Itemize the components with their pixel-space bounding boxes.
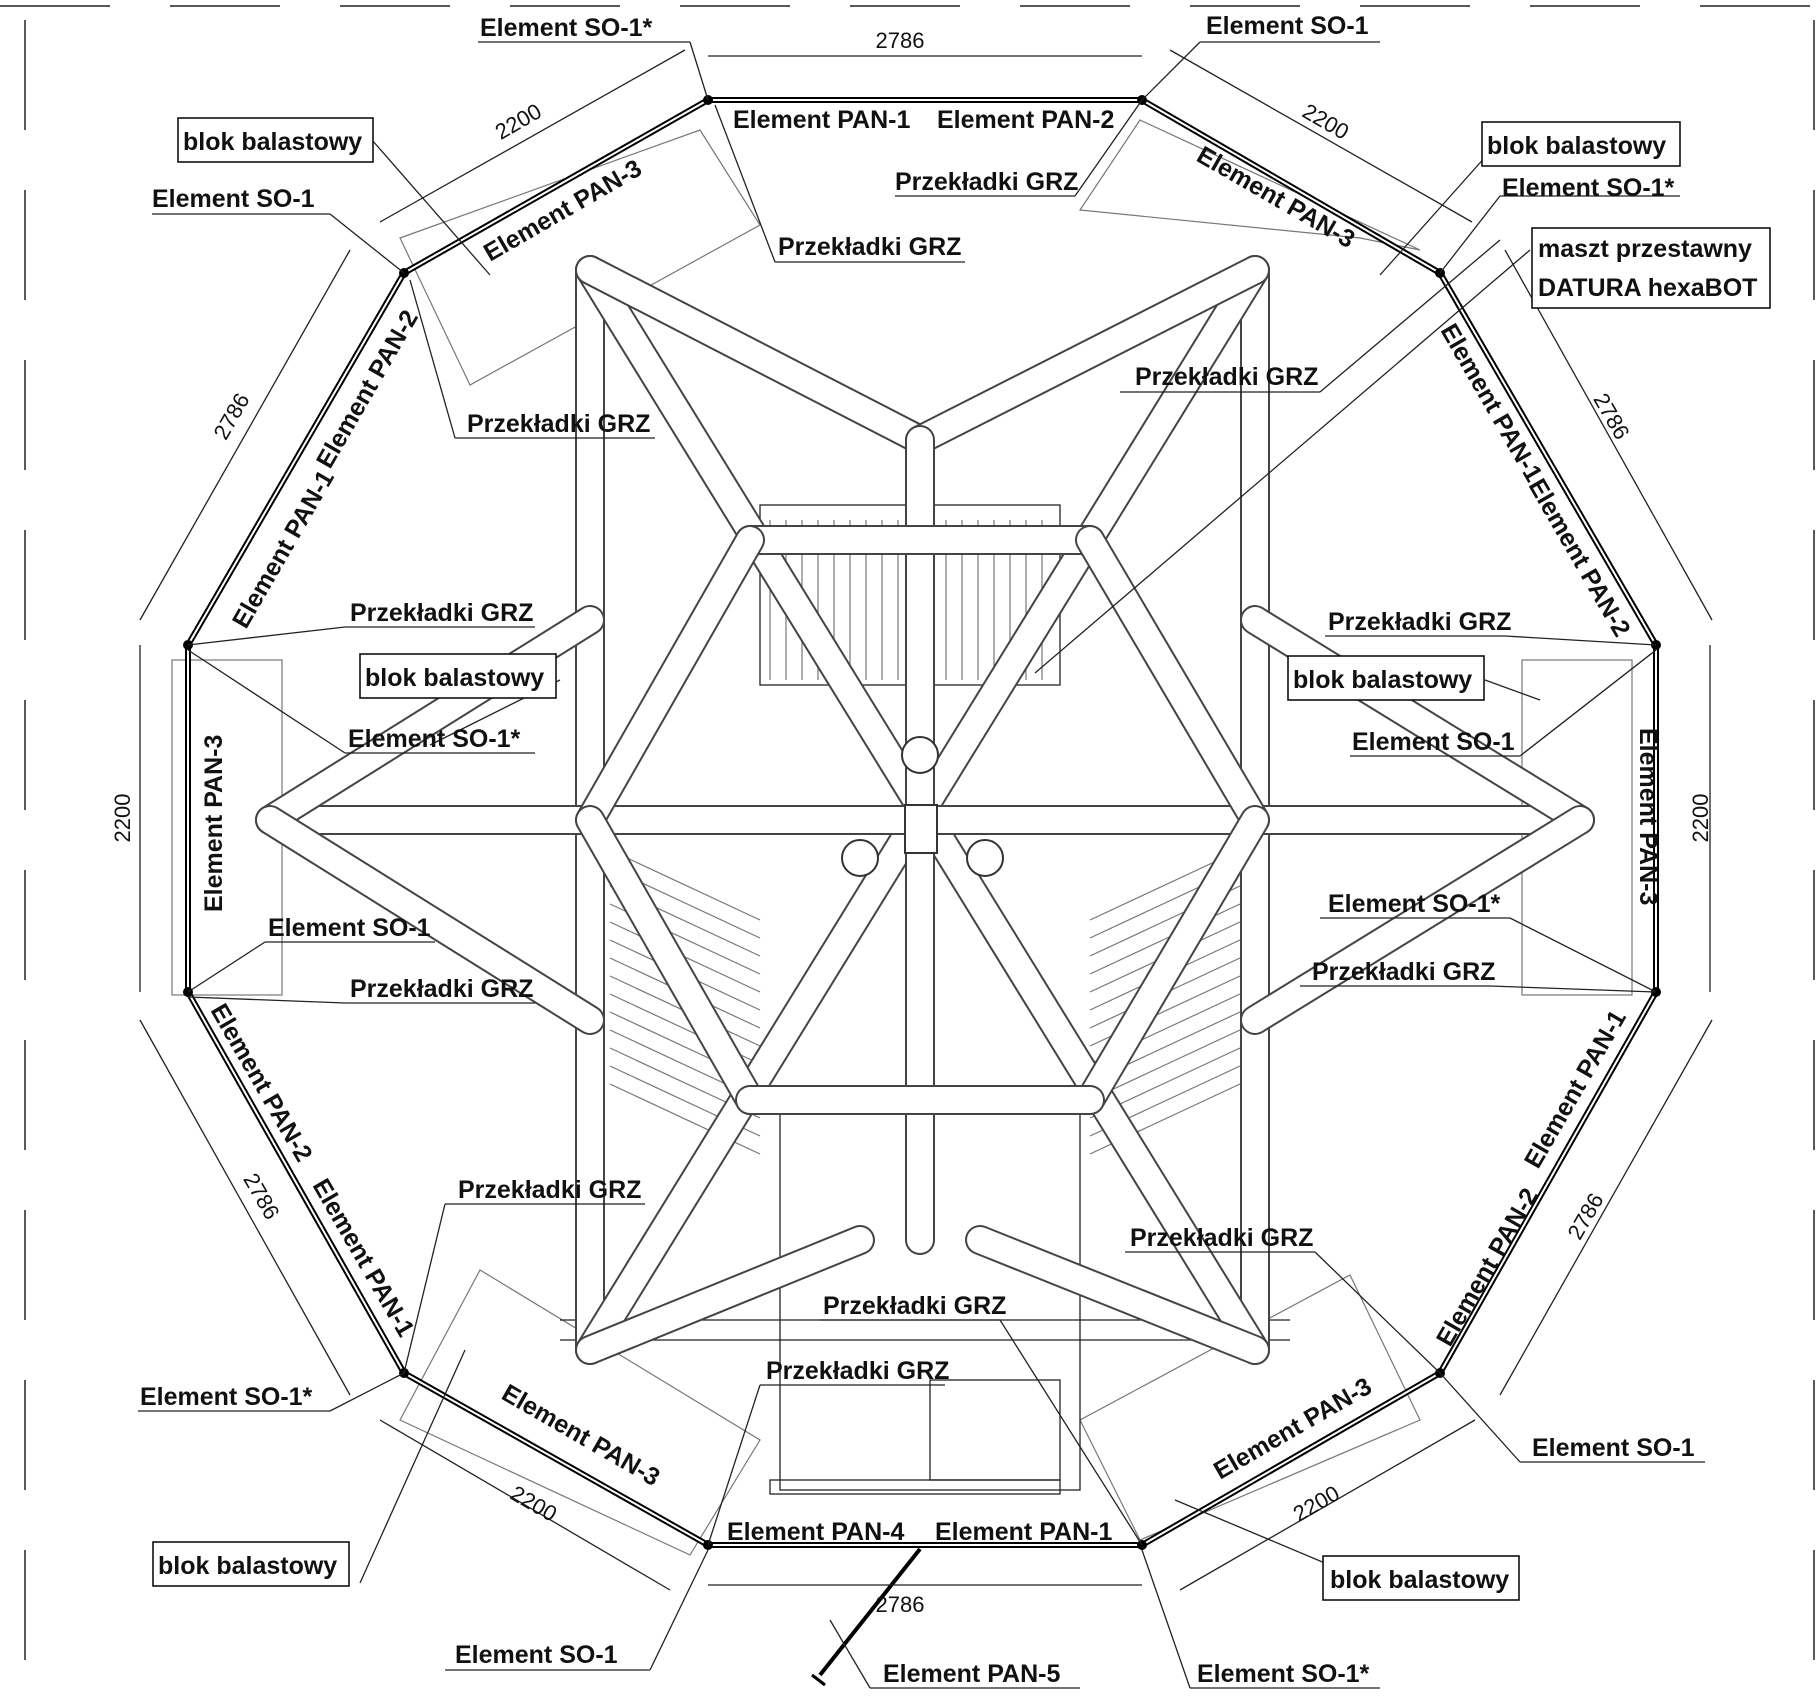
mast-frame <box>255 255 1595 1365</box>
label-pan3-left: Element PAN-3 <box>200 735 228 912</box>
label-pan2-right: Element PAN-2 <box>1523 474 1636 642</box>
label-so1-ul: Element SO-1 <box>152 185 315 213</box>
dim-upper-right-short: 2200 <box>1298 98 1353 144</box>
label-grz-ur: Przekładki GRZ <box>1135 363 1318 391</box>
dim-left: 2200 <box>110 794 135 843</box>
label-pan5: Element PAN-5 <box>883 1660 1060 1688</box>
label-grz-l2: Przekładki GRZ <box>350 975 533 1003</box>
label-grz-r2: Przekładki GRZ <box>1312 958 1495 986</box>
stair-tread-right <box>1089 1029 1241 1101</box>
label-so1s-ur: Element SO-1* <box>1502 174 1675 202</box>
hub-plate <box>966 839 1004 877</box>
label-grz-ll: Przekładki GRZ <box>458 1176 641 1204</box>
label-pan3-right: Element PAN-3 <box>1634 728 1662 905</box>
leader-lines <box>138 41 1705 1689</box>
label-so1-top-right: Element SO-1 <box>1206 12 1369 40</box>
dimension-lines <box>139 49 1713 1591</box>
blok-box-ll <box>152 1541 350 1587</box>
label-grz-lr: Przekładki GRZ <box>1130 1224 1313 1252</box>
label-so1s-ll: Element SO-1* <box>140 1383 313 1411</box>
label-pan1-lower-right: Element PAN-1 <box>1519 1005 1632 1173</box>
label-blok-l: blok balastowy <box>365 664 544 692</box>
frame-pipe-inner <box>907 257 1268 453</box>
dim-upper-left-short: 2200 <box>491 98 546 144</box>
dim-lower-left-short: 2200 <box>506 1480 561 1526</box>
frame-pipe-inner <box>577 807 763 1113</box>
label-pan1-top: Element PAN-1 <box>733 106 910 134</box>
label-pan2-top: Element PAN-2 <box>937 106 1114 134</box>
dim-left-lower-long: 2786 <box>238 1169 284 1224</box>
label-blok-ll: blok balastowy <box>158 1552 337 1580</box>
hub-plate <box>901 736 939 774</box>
label-pan3-ur: Element PAN-3 <box>1192 141 1360 254</box>
label-so1-lr: Element SO-1 <box>1532 1434 1695 1462</box>
label-so1-r: Element SO-1 <box>1352 728 1515 756</box>
frame-pipe-inner <box>1077 527 1268 833</box>
stair-tread-left <box>609 849 761 921</box>
dim-left-upper-long: 2786 <box>208 389 254 444</box>
label-so1-l2: Element SO-1 <box>268 914 431 942</box>
label-so1s-r: Element SO-1* <box>1328 890 1501 918</box>
label-grz-l: Przekładki GRZ <box>350 599 533 627</box>
frame-pipe-inner <box>577 527 763 833</box>
dim-lower-right-short: 2200 <box>1289 1480 1344 1526</box>
label-pan3-ul: Element PAN-3 <box>479 154 647 267</box>
dim-right: 2200 <box>1688 794 1713 843</box>
label-so1-bottom: Element SO-1 <box>455 1641 618 1669</box>
label-blok-ur: blok balastowy <box>1487 132 1666 160</box>
label-pan2-lower-left: Element PAN-2 <box>205 999 318 1167</box>
label-grz-r: Przekładki GRZ <box>1328 608 1511 636</box>
dim-bottom: 2786 <box>876 1592 925 1617</box>
dim-right-upper-long: 2786 <box>1588 389 1634 444</box>
blok-box-r <box>1287 655 1485 701</box>
label-mast-1: maszt przestawny <box>1538 235 1752 263</box>
frame-pipe-inner <box>1242 607 1593 833</box>
label-blok-lr: blok balastowy <box>1330 1566 1509 1594</box>
label-grz-bottom-1: Przekładki GRZ <box>823 1292 1006 1320</box>
mast-box <box>1531 227 1771 309</box>
frame-pipe-inner <box>257 607 603 833</box>
dim-top: 2786 <box>876 28 925 53</box>
frame-pipe-inner <box>967 1227 1268 1363</box>
label-grz-ul: Przekładki GRZ <box>467 410 650 438</box>
frame-pipe-inner <box>257 807 603 1033</box>
label-pan4-bottom: Element PAN-4 <box>727 1518 904 1546</box>
frame-pipe-inner <box>577 1227 873 1363</box>
blok-box-ur <box>1481 121 1681 167</box>
label-blok-r: blok balastowy <box>1293 666 1472 694</box>
blok-box-l <box>359 653 557 699</box>
label-grz-top-2: Przekładki GRZ <box>778 233 961 261</box>
sheet-frame <box>0 5 1820 1697</box>
label-grz-top-1: Przekładki GRZ <box>895 168 1078 196</box>
blok-box-lr <box>1322 1555 1520 1601</box>
label-pan3-lr: Element PAN-3 <box>1209 1372 1377 1485</box>
label-pan1-right: Element PAN-1 <box>1435 319 1548 487</box>
label-so1s-bottom: Element SO-1* <box>1197 1660 1370 1688</box>
label-mast-2: DATURA hexaBOT <box>1538 274 1757 302</box>
label-pan2-lower-right: Element PAN-2 <box>1431 1183 1544 1351</box>
label-pan1-lower-left: Element PAN-1 <box>307 1174 420 1342</box>
label-pan1-bottom: Element PAN-1 <box>935 1518 1112 1546</box>
base-plate <box>904 804 938 854</box>
label-grz-bottom-2: Przekładki GRZ <box>766 1357 949 1385</box>
frame-pipe-inner <box>577 257 933 453</box>
label-so1s-l: Element SO-1* <box>348 725 521 753</box>
frame-pipe-inner <box>1242 807 1593 1033</box>
label-blok-ul: blok balastowy <box>183 128 362 156</box>
blok-box-ul <box>177 117 374 163</box>
label-so1s-top-left: Element SO-1* <box>480 14 653 42</box>
hub-plate <box>841 839 879 877</box>
frame-pipe-inner <box>1077 807 1268 1113</box>
